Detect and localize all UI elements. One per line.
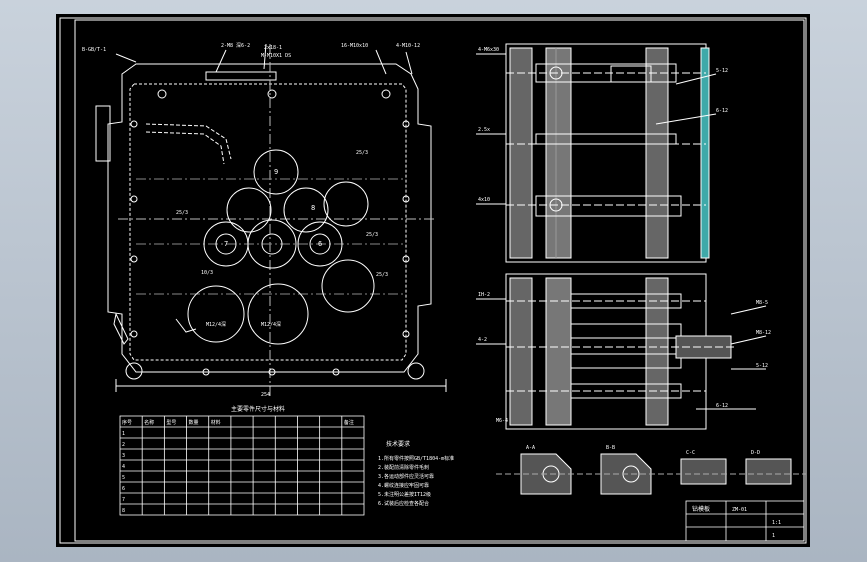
inner-border: [74, 19, 805, 542]
section-view-bottom: [476, 273, 767, 430]
label-top-right-2: 4-M10-12: [396, 43, 420, 49]
section-label-1: 4-M6x30: [478, 47, 499, 53]
section-label-9: M8-12: [756, 330, 771, 336]
label-9: 9: [274, 168, 278, 176]
section-label-10: 5-12: [756, 363, 768, 369]
parts-table-header-cell: 数量: [189, 419, 199, 426]
detail-label-c: C-C: [686, 450, 695, 456]
section-label-6: 5-12: [716, 68, 728, 74]
drawing-sheet: B-GB/T-1 2-M8 深6-2 2x18-1 M-M10X1 DS 16-…: [56, 14, 810, 547]
tech-note-line: 5.未注明公差按IT12级: [378, 491, 431, 498]
label-25a: 25/3: [356, 150, 368, 156]
tech-note-line: 4.螺纹连接应牢固可靠: [378, 482, 429, 489]
section-label-8: M8-5: [756, 300, 768, 306]
parts-table-cell: 1: [122, 431, 125, 437]
label-m12b: M12/4深: [261, 321, 281, 328]
label-10: 10/3: [201, 270, 213, 276]
label-8: 8: [311, 204, 315, 212]
label-top-mid-1: 2-M8 深6-2: [221, 42, 250, 49]
parts-table-header-cell: 材料: [211, 419, 221, 426]
tech-notes: 技术要求 1.所有零件按照GB/T1804-m标准 2.装配前清除零件毛刺 3.…: [378, 440, 454, 507]
outer-border: [59, 17, 807, 544]
title-block-sheet: 1: [772, 533, 775, 539]
title-block: [685, 500, 805, 542]
title-block-name: 钻模板: [692, 505, 710, 513]
label-25c: 25/3: [366, 232, 378, 238]
parts-table-header-cell: 型号: [166, 419, 176, 426]
title-block-scale: 1:1: [772, 520, 781, 526]
tech-notes-title: 技术要求: [386, 440, 410, 448]
section-label-4: IH-2: [478, 292, 490, 298]
parts-table-cell: 4: [122, 464, 125, 470]
parts-table-cell: 2: [122, 442, 125, 448]
tech-note-line: 1.所有零件按照GB/T1804-m标准: [378, 455, 454, 462]
plan-view: [95, 43, 447, 399]
section-label-7: 6-12: [716, 108, 728, 114]
section-label-5: 4-2: [478, 337, 487, 343]
label-7: 7: [224, 240, 228, 248]
label-25b: 25/3: [176, 210, 188, 216]
parts-table-header-cell: 名称: [144, 419, 154, 426]
detail-views: [496, 453, 806, 495]
detail-labels: A-A B-B C-C D-D: [526, 445, 760, 456]
tech-note-line: 2.装配前清除零件毛刺: [378, 464, 429, 471]
label-top-left-part: B-GB/T-1: [82, 47, 106, 53]
detail-label-a: A-A: [526, 445, 535, 451]
section-label-12: M6-4: [496, 418, 508, 424]
parts-table-header-cell: 序号: [122, 419, 132, 426]
detail-label-d: D-D: [751, 450, 760, 456]
detail-label-b: B-B: [606, 445, 615, 451]
label-6: 6: [318, 240, 322, 248]
parts-table-cell: 5: [122, 475, 125, 481]
parts-table-frame: [119, 415, 365, 516]
parts-table-cell: 8: [122, 508, 125, 514]
label-top-right-1: 16-M10x10: [341, 43, 368, 49]
section-view-top: [476, 43, 717, 263]
label-top-mid-2: 2x18-1: [264, 45, 282, 51]
section-annotations: 4-M6x30 2.5x 4x10 IH-2 4-2 5-12 6-12 M8-…: [478, 47, 771, 424]
parts-table-title: 主要零件尺寸与材料: [231, 405, 285, 413]
tech-note-line: 6.试装后应检查各配合: [378, 500, 429, 507]
parts-table: 主要零件尺寸与材料 序号 名称 型号 数量 材料 备注 1 2 3 4 5 6 7 8: [119, 405, 365, 516]
tech-note-line: 3.各运动部件应灵活可靠: [378, 473, 434, 480]
section-label-2: 2.5x: [478, 127, 490, 133]
section-label-11: 6-12: [716, 403, 728, 409]
label-top-mid-3: M-M10X1 DS: [261, 53, 291, 59]
plan-annotations: B-GB/T-1 2-M8 深6-2 2x18-1 M-M10X1 DS 16-…: [82, 42, 420, 398]
parts-table-cell: 3: [122, 453, 125, 459]
label-25d: 25/3: [376, 272, 388, 278]
dim-bottom: 254: [261, 392, 270, 398]
section-label-3: 4x10: [478, 197, 490, 203]
label-m12a: M12/4深: [206, 321, 226, 328]
parts-table-header-cell: 备注: [344, 419, 354, 426]
parts-table-cell: 7: [122, 497, 125, 503]
title-block-drawing-no: ZM-01: [732, 507, 747, 513]
cad-drawing: B-GB/T-1 2-M8 深6-2 2x18-1 M-M10X1 DS 16-…: [59, 17, 807, 544]
parts-table-cell: 6: [122, 486, 125, 492]
